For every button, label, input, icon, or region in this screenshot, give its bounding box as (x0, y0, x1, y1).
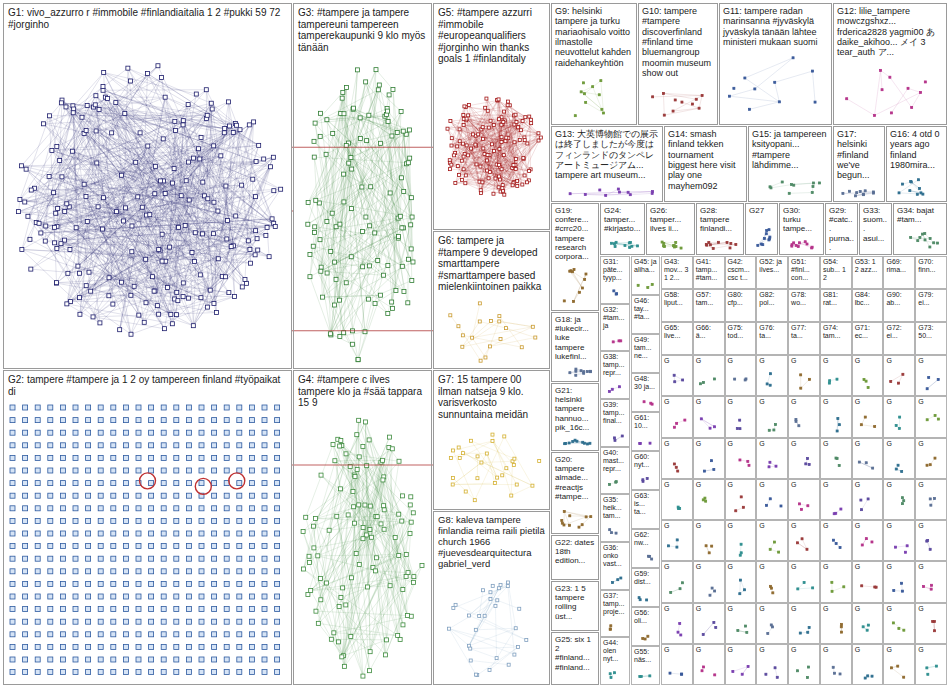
graph-stage: G1: vivo_azzurro r #immobile #finlandiai… (0, 0, 950, 688)
